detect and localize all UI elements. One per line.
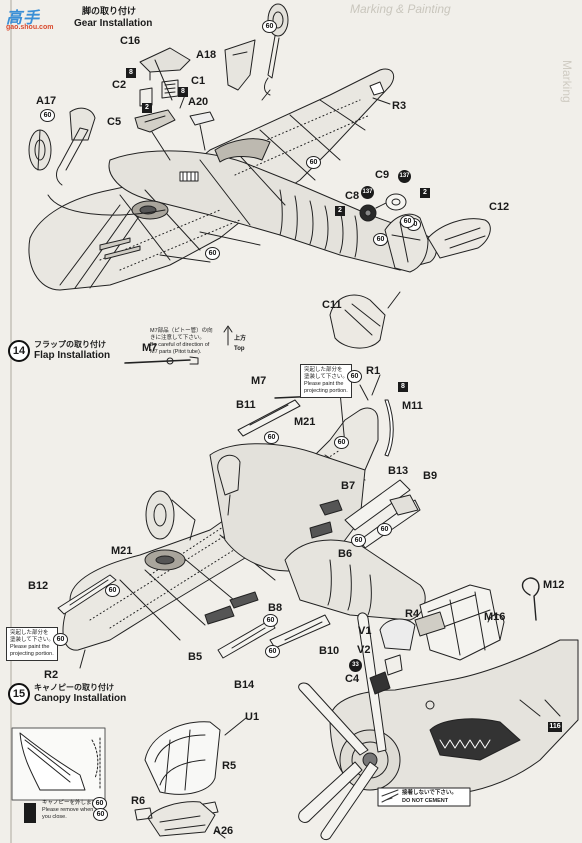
part-label-m21-lower: M21 xyxy=(111,545,133,557)
part-label-b13: B13 xyxy=(388,465,409,477)
paint-code-bubble: 60 xyxy=(351,534,366,547)
part-label-b11: B11 xyxy=(236,399,256,411)
paint-code-bubble: 60 xyxy=(306,156,321,169)
top-arrow-label-en: Top xyxy=(234,346,245,352)
paint-code-bubble: 60 xyxy=(53,633,68,646)
part-label-c16: C16 xyxy=(120,35,141,47)
paint-code-bubble: 60 xyxy=(265,645,280,658)
remove-icon xyxy=(24,803,36,823)
part-label-u1: U1 xyxy=(245,711,260,723)
part-label-b12: B12 xyxy=(28,580,49,592)
part-label-v1: V1 xyxy=(358,625,372,637)
part-label-c8: C8 xyxy=(345,190,360,202)
paint-projecting-note-right: 突起した部分を 塗装して下さい。 Please paint the projec… xyxy=(300,364,352,398)
paint-code-bubble: 60 xyxy=(105,584,120,597)
part-label-b14: B14 xyxy=(234,679,255,691)
color-code-square: 8 xyxy=(398,382,408,392)
part-label-b10: B10 xyxy=(319,645,340,657)
part-label-r1: R1 xyxy=(366,365,381,377)
color-code-circle: 137 xyxy=(361,186,374,199)
part-label-c9: C9 xyxy=(375,169,390,181)
step-15-number: 15 xyxy=(8,683,30,705)
part-label-m11: M11 xyxy=(402,400,423,412)
part-label-r4: R4 xyxy=(405,608,420,620)
color-code-square: 116 xyxy=(548,722,562,732)
part-label-c5: C5 xyxy=(107,116,122,128)
paint-code-bubble: 60 xyxy=(262,20,277,33)
part-label-b5: B5 xyxy=(188,651,203,663)
paint-code-bubble: 60 xyxy=(347,370,362,383)
part-label-c1: C1 xyxy=(191,75,206,87)
part-label-b9: B9 xyxy=(423,470,438,482)
bleedthrough-text: Marking & Painting xyxy=(350,2,451,16)
upper-aircraft-drawing xyxy=(28,3,491,349)
part-label-m16: M16 xyxy=(484,611,506,623)
do-not-cement-en: DO NOT CEMENT xyxy=(402,798,449,804)
do-not-cement-jp: 接着しないで下さい。 xyxy=(402,790,457,796)
part-label-v2: V2 xyxy=(357,644,371,656)
color-code-square: 8 xyxy=(178,87,188,97)
part-label-a26: A26 xyxy=(213,825,234,837)
part-label-b8: B8 xyxy=(268,602,283,614)
part-label-c4: C4 xyxy=(345,673,360,685)
part-label-b6: B6 xyxy=(338,548,353,560)
color-code-square: 2 xyxy=(142,103,152,113)
paint-projecting-note-left: 突起した部分を 塗装して下さい。 Please paint the projec… xyxy=(6,627,58,661)
part-label-m21-upper: M21 xyxy=(294,416,316,428)
part-label-a20: A20 xyxy=(188,96,209,108)
page-binding-edge xyxy=(10,0,12,843)
paint-code-bubble: 60 xyxy=(263,614,278,627)
paint-code-bubble: 60 xyxy=(400,215,415,228)
paint-code-bubble: 60 xyxy=(373,233,388,246)
canopy-remove-note: キャノピーを外します。 Please remove when you close… xyxy=(42,800,102,820)
color-code-circle: 33 xyxy=(349,659,362,672)
top-arrow-label-jp: 上方 xyxy=(234,336,247,342)
color-code-circle: 137 xyxy=(398,170,411,183)
flap-installation-drawing xyxy=(57,325,426,669)
color-code-square: 8 xyxy=(126,68,136,78)
watermark-title: 高手 xyxy=(6,10,41,27)
color-code-square: 2 xyxy=(335,206,345,216)
paint-code-bubble: 60 xyxy=(93,808,108,821)
part-label-m7: M7 xyxy=(142,342,158,354)
part-label-a18: A18 xyxy=(196,49,217,61)
paint-code-bubble: 60 xyxy=(334,436,349,449)
gear-step-title-en: Gear Installation xyxy=(74,18,153,29)
paint-code-bubble: 60 xyxy=(40,109,55,122)
part-label-r6: R6 xyxy=(131,795,146,807)
part-label-c11: C11 xyxy=(322,299,342,311)
part-label-r3: R3 xyxy=(392,100,407,112)
watermark-url: gao.shou.com xyxy=(6,24,54,31)
part-label-r5: R5 xyxy=(222,760,237,772)
step-14-title-jp: フラップの取り付け xyxy=(34,340,106,349)
part-label-r2: R2 xyxy=(44,669,59,681)
bleedthrough-side-text: Marking xyxy=(560,60,574,103)
paint-code-bubble: 60 xyxy=(205,247,220,260)
pitot-tube-note: M7部品（ピトー管）の向 きに注意して下さい。 Be careful of di… xyxy=(150,328,213,355)
part-label-a17: A17 xyxy=(36,95,57,107)
paint-code-bubble: 60 xyxy=(377,523,392,536)
paint-code-bubble: 60 xyxy=(264,431,279,444)
part-label-m7-installed: M7 xyxy=(251,375,267,387)
step-14-number: 14 xyxy=(8,340,30,362)
part-label-c12: C12 xyxy=(489,201,510,213)
part-label-m12: M12 xyxy=(543,579,565,591)
step-14-title-en: Flap Installation xyxy=(34,350,111,361)
part-label-b7: B7 xyxy=(341,480,356,492)
canopy-installation-drawing xyxy=(11,577,579,841)
color-code-square: 2 xyxy=(420,188,430,198)
step-15-title-jp: キャノピーの取り付け xyxy=(34,683,114,692)
gear-step-title-jp: 脚の取り付け xyxy=(82,6,137,16)
part-label-c2: C2 xyxy=(112,79,127,91)
step-15-title-en: Canopy Installation xyxy=(34,693,127,704)
